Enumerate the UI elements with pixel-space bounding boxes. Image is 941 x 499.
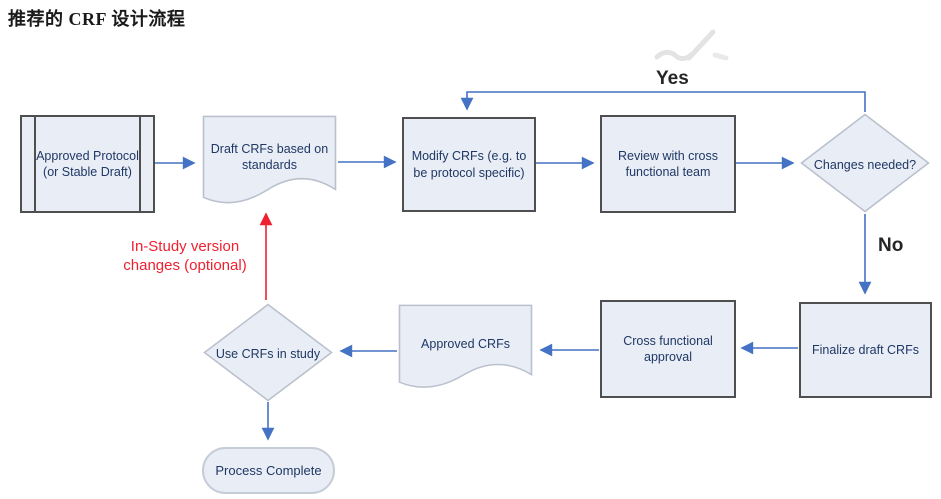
- document-shape: [202, 115, 337, 204]
- node-label: Use CRFs in study: [215, 347, 321, 362]
- node-label: Draft CRFs based on standards: [210, 141, 329, 173]
- node-label: Approved Protocol (or Stable Draft): [36, 148, 139, 180]
- edge-label-no: No: [878, 235, 904, 256]
- document-shape: [398, 304, 533, 388]
- node-approved-crfs: Approved CRFs: [398, 304, 533, 397]
- node-process-complete: Process Complete: [202, 447, 335, 494]
- in-study-version-note: In-Study version changes (optional): [123, 238, 247, 275]
- node-review-team: Review with cross functional team: [600, 115, 736, 213]
- node-label: Modify CRFs (e.g. to be protocol specifi…: [411, 149, 527, 180]
- predefined-process-side-line: [34, 117, 36, 211]
- node-draft-crfs: Draft CRFs based on standards: [202, 115, 337, 213]
- node-label: Changes needed?: [813, 157, 917, 172]
- node-label: Review with cross functional team: [617, 148, 719, 180]
- watermark-check-icon: [654, 29, 729, 61]
- node-approved-protocol: Approved Protocol (or Stable Draft): [20, 115, 155, 213]
- page-title: 推荐的 CRF 设计流程: [8, 9, 186, 29]
- node-cross-functional-approval: Cross functional approval: [600, 300, 736, 398]
- predefined-process-side-line: [139, 117, 141, 211]
- decision-diamond-shape: [203, 303, 333, 402]
- node-use-crfs: Use CRFs in study: [203, 303, 333, 402]
- node-label: Finalize draft CRFs: [812, 342, 919, 357]
- edge-yes-loop: [460, 91, 866, 112]
- node-finalize-draft: Finalize draft CRFs: [799, 302, 932, 398]
- node-label: Cross functional approval: [623, 333, 713, 365]
- decision-diamond-shape: [800, 113, 930, 213]
- edge-label-yes: Yes: [656, 68, 689, 89]
- node-changes-needed: Changes needed?: [800, 113, 930, 213]
- node-label: Process Complete: [215, 462, 322, 478]
- node-modify-crfs: Modify CRFs (e.g. to be protocol specifi…: [402, 117, 536, 212]
- node-label: Approved CRFs: [421, 336, 510, 351]
